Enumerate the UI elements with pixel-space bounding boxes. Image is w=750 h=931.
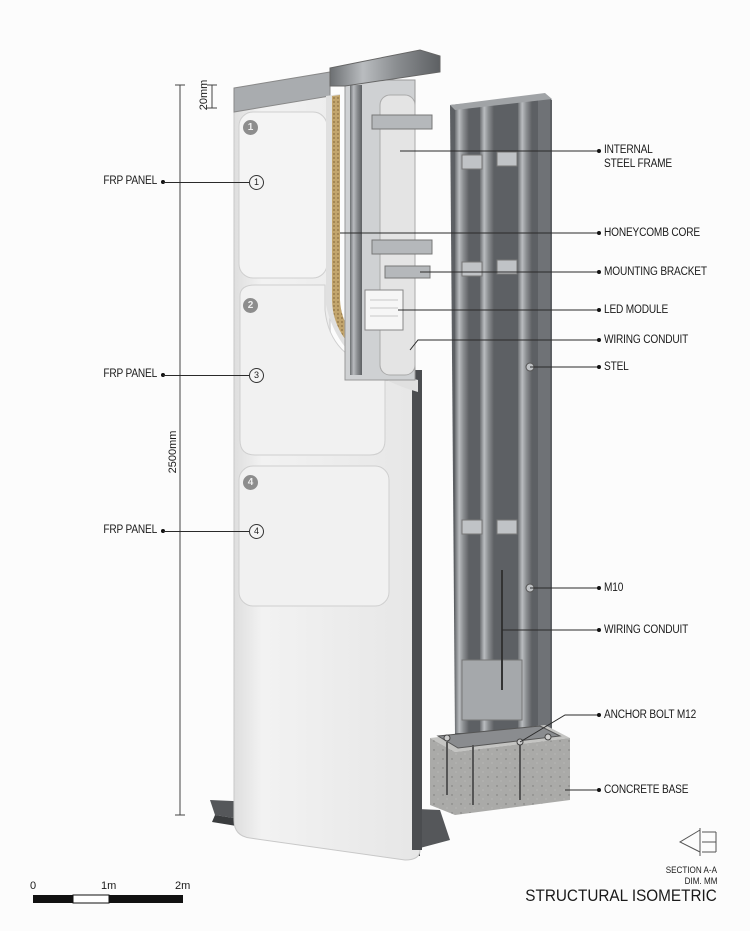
callout-concrete-base: CONCRETE BASE bbox=[604, 784, 689, 796]
leader-line bbox=[163, 531, 249, 532]
reference-number: 3 bbox=[249, 368, 264, 383]
callout-internal-steel-frame-line2: STEEL FRAME bbox=[604, 158, 672, 170]
callout-mounting-bracket: MOUNTING BRACKET bbox=[604, 266, 707, 278]
leader-line bbox=[163, 375, 249, 376]
leader-line bbox=[163, 182, 249, 183]
panel-badge-2: 2 bbox=[243, 298, 258, 313]
section-label: SECTION A-A bbox=[665, 865, 717, 875]
units-label: DIM. MM bbox=[684, 876, 717, 886]
callout-label: FRP PANEL bbox=[103, 524, 157, 536]
callout-label: FRP PANEL bbox=[103, 368, 157, 380]
scale-label-2m: 2m bbox=[175, 880, 191, 892]
leader-dot bbox=[597, 628, 601, 632]
callout-honeycomb-core: HONEYCOMB CORE bbox=[604, 227, 700, 239]
leader-dot bbox=[597, 713, 601, 717]
panel-badge-1: 1 bbox=[243, 120, 258, 135]
dimension-total-height: 2500mm bbox=[167, 430, 179, 474]
reference-number: 4 bbox=[249, 524, 264, 539]
scale-label-0: 0 bbox=[30, 880, 37, 892]
callout-led-module: LED MODULE bbox=[604, 304, 669, 316]
drawing-title: STRUCTURAL ISOMETRIC bbox=[525, 886, 717, 905]
leader-dot bbox=[597, 308, 601, 312]
leader-dot bbox=[597, 149, 601, 153]
scale-label-1m: 1m bbox=[101, 880, 117, 892]
section-arrow-icon bbox=[678, 828, 717, 856]
panel-badge-4: 4 bbox=[243, 475, 258, 490]
callout-label: FRP PANEL bbox=[103, 175, 157, 187]
reference-number: 1 bbox=[249, 175, 264, 190]
dimension-top-offset: 20mm bbox=[198, 79, 210, 111]
leader-dot bbox=[597, 788, 601, 792]
leader-dot bbox=[597, 586, 601, 590]
callout-anchor-bolt: ANCHOR BOLT M12 bbox=[604, 709, 697, 721]
leader-dot bbox=[597, 365, 601, 369]
callout-m10: M10 bbox=[604, 582, 624, 594]
callout-stel: STEL bbox=[604, 361, 629, 373]
callout-wiring-conduit-upper: WIRING CONDUIT bbox=[604, 334, 689, 346]
leader-dot bbox=[597, 270, 601, 274]
callout-internal-steel-frame-line1: INTERNAL bbox=[604, 144, 653, 156]
callout-wiring-conduit-lower: WIRING CONDUIT bbox=[604, 624, 689, 636]
leader-dot bbox=[597, 338, 601, 342]
leader-dot bbox=[597, 231, 601, 235]
